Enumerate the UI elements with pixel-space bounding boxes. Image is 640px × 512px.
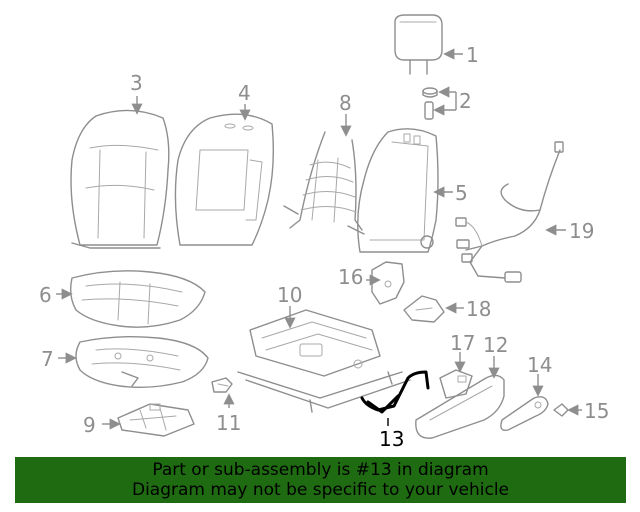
part-16-bracket: [371, 261, 405, 305]
callout-7: 7: [41, 347, 54, 371]
part-18-bracket: [403, 295, 445, 323]
part-8-seatback-spring: [283, 131, 365, 235]
callout-3: 3: [130, 71, 143, 95]
callout-9: 9: [83, 413, 96, 437]
callout-5: 5: [455, 181, 468, 205]
part-9-cushion-bracket: [117, 403, 195, 437]
banner-line-2: Diagram may not be specific to your vehi…: [131, 480, 509, 500]
part-14-recliner-handle: [500, 396, 549, 431]
callout-11: 11: [216, 411, 241, 435]
callout-2: 2: [459, 89, 472, 113]
part-5-seatback-frame: [357, 128, 439, 253]
callout-8: 8: [339, 91, 352, 115]
part-15-fastener: [553, 403, 569, 417]
callout-18: 18: [466, 297, 491, 321]
part-17-switch: [439, 369, 473, 399]
callout-10: 10: [277, 283, 302, 307]
part-11-clip: [211, 377, 233, 393]
part-3-seatback-cover: [70, 109, 170, 249]
callout-4: 4: [238, 81, 251, 105]
callout-1: 1: [466, 43, 479, 67]
part-19-wiring-harness: [455, 141, 564, 283]
part-7-cushion-pad: [75, 335, 209, 389]
callout-19: 19: [569, 219, 594, 243]
callout-15: 15: [584, 399, 609, 423]
part-4-seatback-pad: [174, 113, 275, 246]
callout-14: 14: [527, 353, 552, 377]
callout-17: 17: [450, 331, 475, 355]
callout-12: 12: [483, 333, 508, 357]
banner-line-1: Part or sub-assembly is #13 in diagram: [152, 460, 489, 480]
part-info-banner: Part or sub-assembly is #13 in diagram D…: [15, 457, 626, 503]
part-2-headrest-guide: [422, 87, 438, 120]
callout-13: 13: [379, 427, 404, 451]
callout-16: 16: [338, 265, 363, 289]
part-13-cable: [360, 370, 430, 414]
part-10-seat-frame: [237, 309, 411, 413]
callout-6: 6: [39, 283, 52, 307]
part-1-headrest: [394, 14, 443, 75]
part-6-cushion-cover: [69, 270, 206, 328]
